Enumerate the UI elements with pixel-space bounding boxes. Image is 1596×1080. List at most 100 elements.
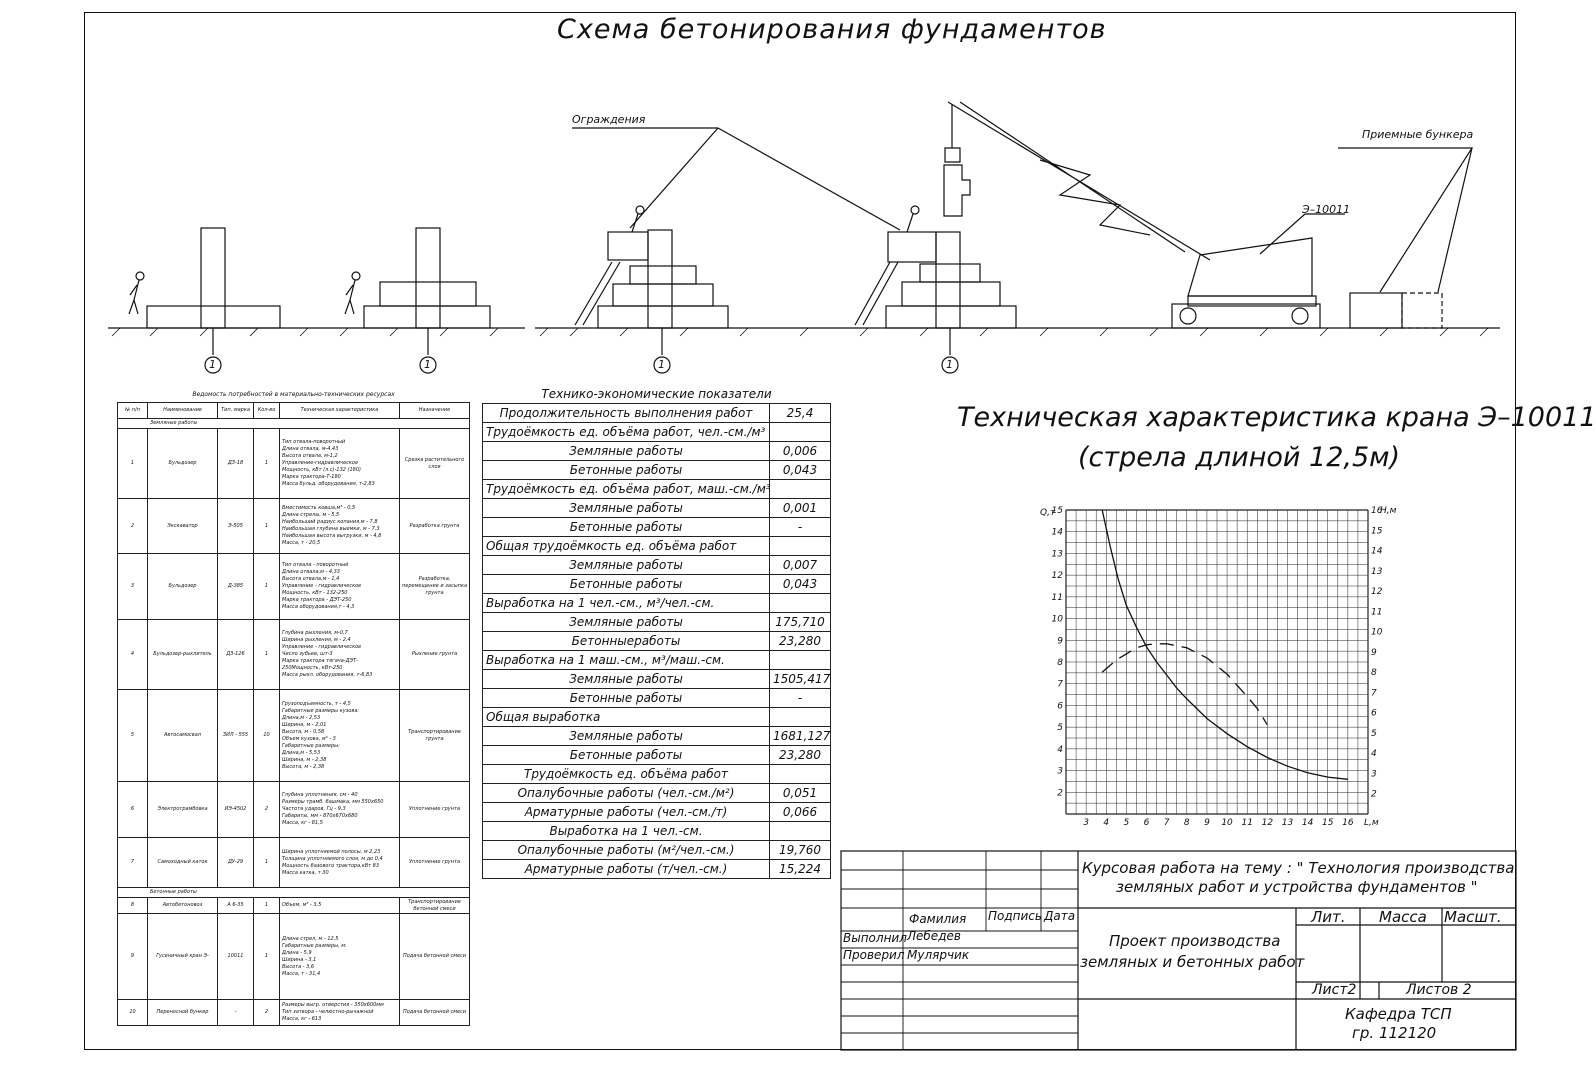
- spec-line: Вместимость ковша,м³ - 0,5: [282, 505, 356, 511]
- spec-line: Объем, м³ - 3,5: [282, 902, 322, 908]
- col-surname: Фамилия: [909, 912, 967, 926]
- spec-line: Длина стрел, м - 12,5: [282, 935, 339, 942]
- tep-value: -: [769, 688, 831, 708]
- section-mark-1: 1: [209, 358, 216, 371]
- tep-row: Трудоёмкость ед. объёма работ, чел.-см./…: [482, 422, 831, 442]
- resources-cell-type: ДЗ-18: [217, 428, 254, 499]
- spec-line: Габаритные размеры:: [282, 742, 340, 749]
- spec-line: Высота отвала, м-1,2: [282, 453, 338, 459]
- title-block: Курсовая работа на тему : " Технология п…: [840, 850, 1517, 1051]
- scheme-title: Схема бетонирования фундаментов: [557, 14, 1107, 45]
- section-mark-3: 1: [658, 358, 665, 371]
- tep-label: Земляные работы: [482, 726, 770, 746]
- spec-line: Длина,м - 5,53: [282, 749, 321, 756]
- tep-value: 15,224: [769, 859, 831, 879]
- tep-row: Выработка на 1 маш.-см., м³/маш.-см.: [482, 650, 831, 670]
- tep-row: Бетонные работы-: [482, 517, 831, 537]
- spec-line: Высота отвала,м - 1,4: [282, 576, 340, 582]
- tep-label: Земляные работы: [482, 555, 770, 575]
- tep-value: [769, 821, 831, 841]
- spec-line: Управление-гидравлическое: [282, 460, 359, 466]
- excavator-label: Э–10011: [1302, 203, 1351, 216]
- tep-value: [769, 650, 831, 670]
- spec-line: Высота - 3,6: [282, 963, 315, 970]
- spec-line: 250Мощность, кВт-250: [282, 665, 343, 671]
- resources-cell-name: Автобетоновоз: [147, 897, 218, 914]
- resources-cell-name: Экскаватор: [147, 498, 218, 554]
- spec-line: Масса катка, т 30: [282, 869, 329, 876]
- resources-cell-qty: 2: [253, 999, 280, 1026]
- resources-cell-qty: 1: [253, 498, 280, 554]
- tep-row: Опалубочные работы (чел.-см./м²)0,051: [482, 783, 831, 803]
- row-done-name: Лебедев: [907, 929, 961, 943]
- spec-line: Масса, кг - 81,5: [282, 820, 323, 826]
- tep-row: Общая выработка: [482, 707, 831, 727]
- resources-cell-qty: 1: [253, 619, 280, 690]
- tep-label: Бетонныеработы: [482, 631, 770, 651]
- tep-label: Трудоёмкость ед. объёма работ, маш.-см./…: [482, 479, 771, 499]
- spec-line: Марка трактора тягача-ДЭТ-: [282, 658, 358, 664]
- tep-value: 0,051: [769, 783, 831, 803]
- tep-label: Арматурные работы (чел.-см./т): [482, 802, 770, 822]
- resources-cell-name: Гусеничный кран Э-: [147, 913, 218, 1000]
- tep-label: Выработка на 1 маш.-см., м³/маш.-см.: [482, 650, 770, 670]
- spec-line: Ширина рыхления, м - 2,4: [282, 637, 351, 643]
- spec-line: Тип отвала - поворотный: [282, 562, 349, 568]
- tep-row: Опалубочные работы (м²/чел.-см.)19,760: [482, 840, 831, 860]
- resources-cell-name: Бульдозер: [147, 428, 218, 499]
- spec-line: Длина отвала, м-4,43: [282, 446, 339, 452]
- tep-label: Бетонные работы: [482, 745, 770, 765]
- tep-value: 0,007: [769, 555, 831, 575]
- spec-line: Масса, т - 31,4: [282, 970, 321, 977]
- spec-line: Глубина уплотнения, см - 40: [282, 792, 358, 798]
- resources-header-cell: Назначение: [398, 402, 471, 419]
- spec-line: Мощность базового трактора,кВт 83: [282, 862, 380, 869]
- spec-line: Толщина уплотняемого слоя, м до 0,4: [282, 855, 383, 862]
- tep-value: [769, 593, 831, 613]
- spec-line: Управление - гидравлическое: [282, 583, 362, 589]
- tep-row: Общая трудоёмкость ед. объёма работ: [482, 536, 831, 556]
- resources-cell-purpose: Транспортирование бетонной смеси: [398, 897, 471, 914]
- resources-cell-type: ДУ-29: [217, 837, 254, 888]
- tep-value: 0,066: [769, 802, 831, 822]
- spec-line: Габаритные размеры кузова:: [282, 707, 360, 714]
- scale-label: Масшт.: [1444, 908, 1502, 926]
- bunkers-label: Приемные бункера: [1362, 128, 1474, 141]
- spec-line: Масса, т - 20,5: [282, 540, 321, 546]
- tep-value: 175,710: [769, 612, 831, 632]
- lit-label: Лит.: [1311, 908, 1346, 926]
- resources-cell-n: 6: [117, 781, 148, 838]
- resources-cell-qty: 1: [253, 913, 280, 1000]
- group-label: гр. 112120: [1352, 1024, 1437, 1042]
- resources-cell-qty: 2: [253, 781, 280, 838]
- tep-value: 23,280: [769, 745, 831, 765]
- spec-line: Тип затвора - челюстно-рычажной: [282, 1009, 374, 1015]
- resources-cell-purpose: Разработка грунта: [398, 498, 471, 554]
- resources-cell-n: 5: [117, 689, 148, 782]
- resources-cell-type: А 6-35: [217, 897, 254, 914]
- spec-line: Масса рыхл. оборудования, т-6,83: [282, 672, 373, 678]
- resources-section-row: Бетонные работы: [116, 887, 471, 898]
- tep-value: [769, 536, 831, 556]
- resources-cell-purpose: Уплотнение грунта: [398, 781, 471, 838]
- tep-label: Выработка на 1 чел.-см.: [482, 821, 770, 841]
- tep-value: 0,043: [769, 574, 831, 594]
- spec-line: Мощность, кВт (л.с)-132 (180): [282, 467, 361, 473]
